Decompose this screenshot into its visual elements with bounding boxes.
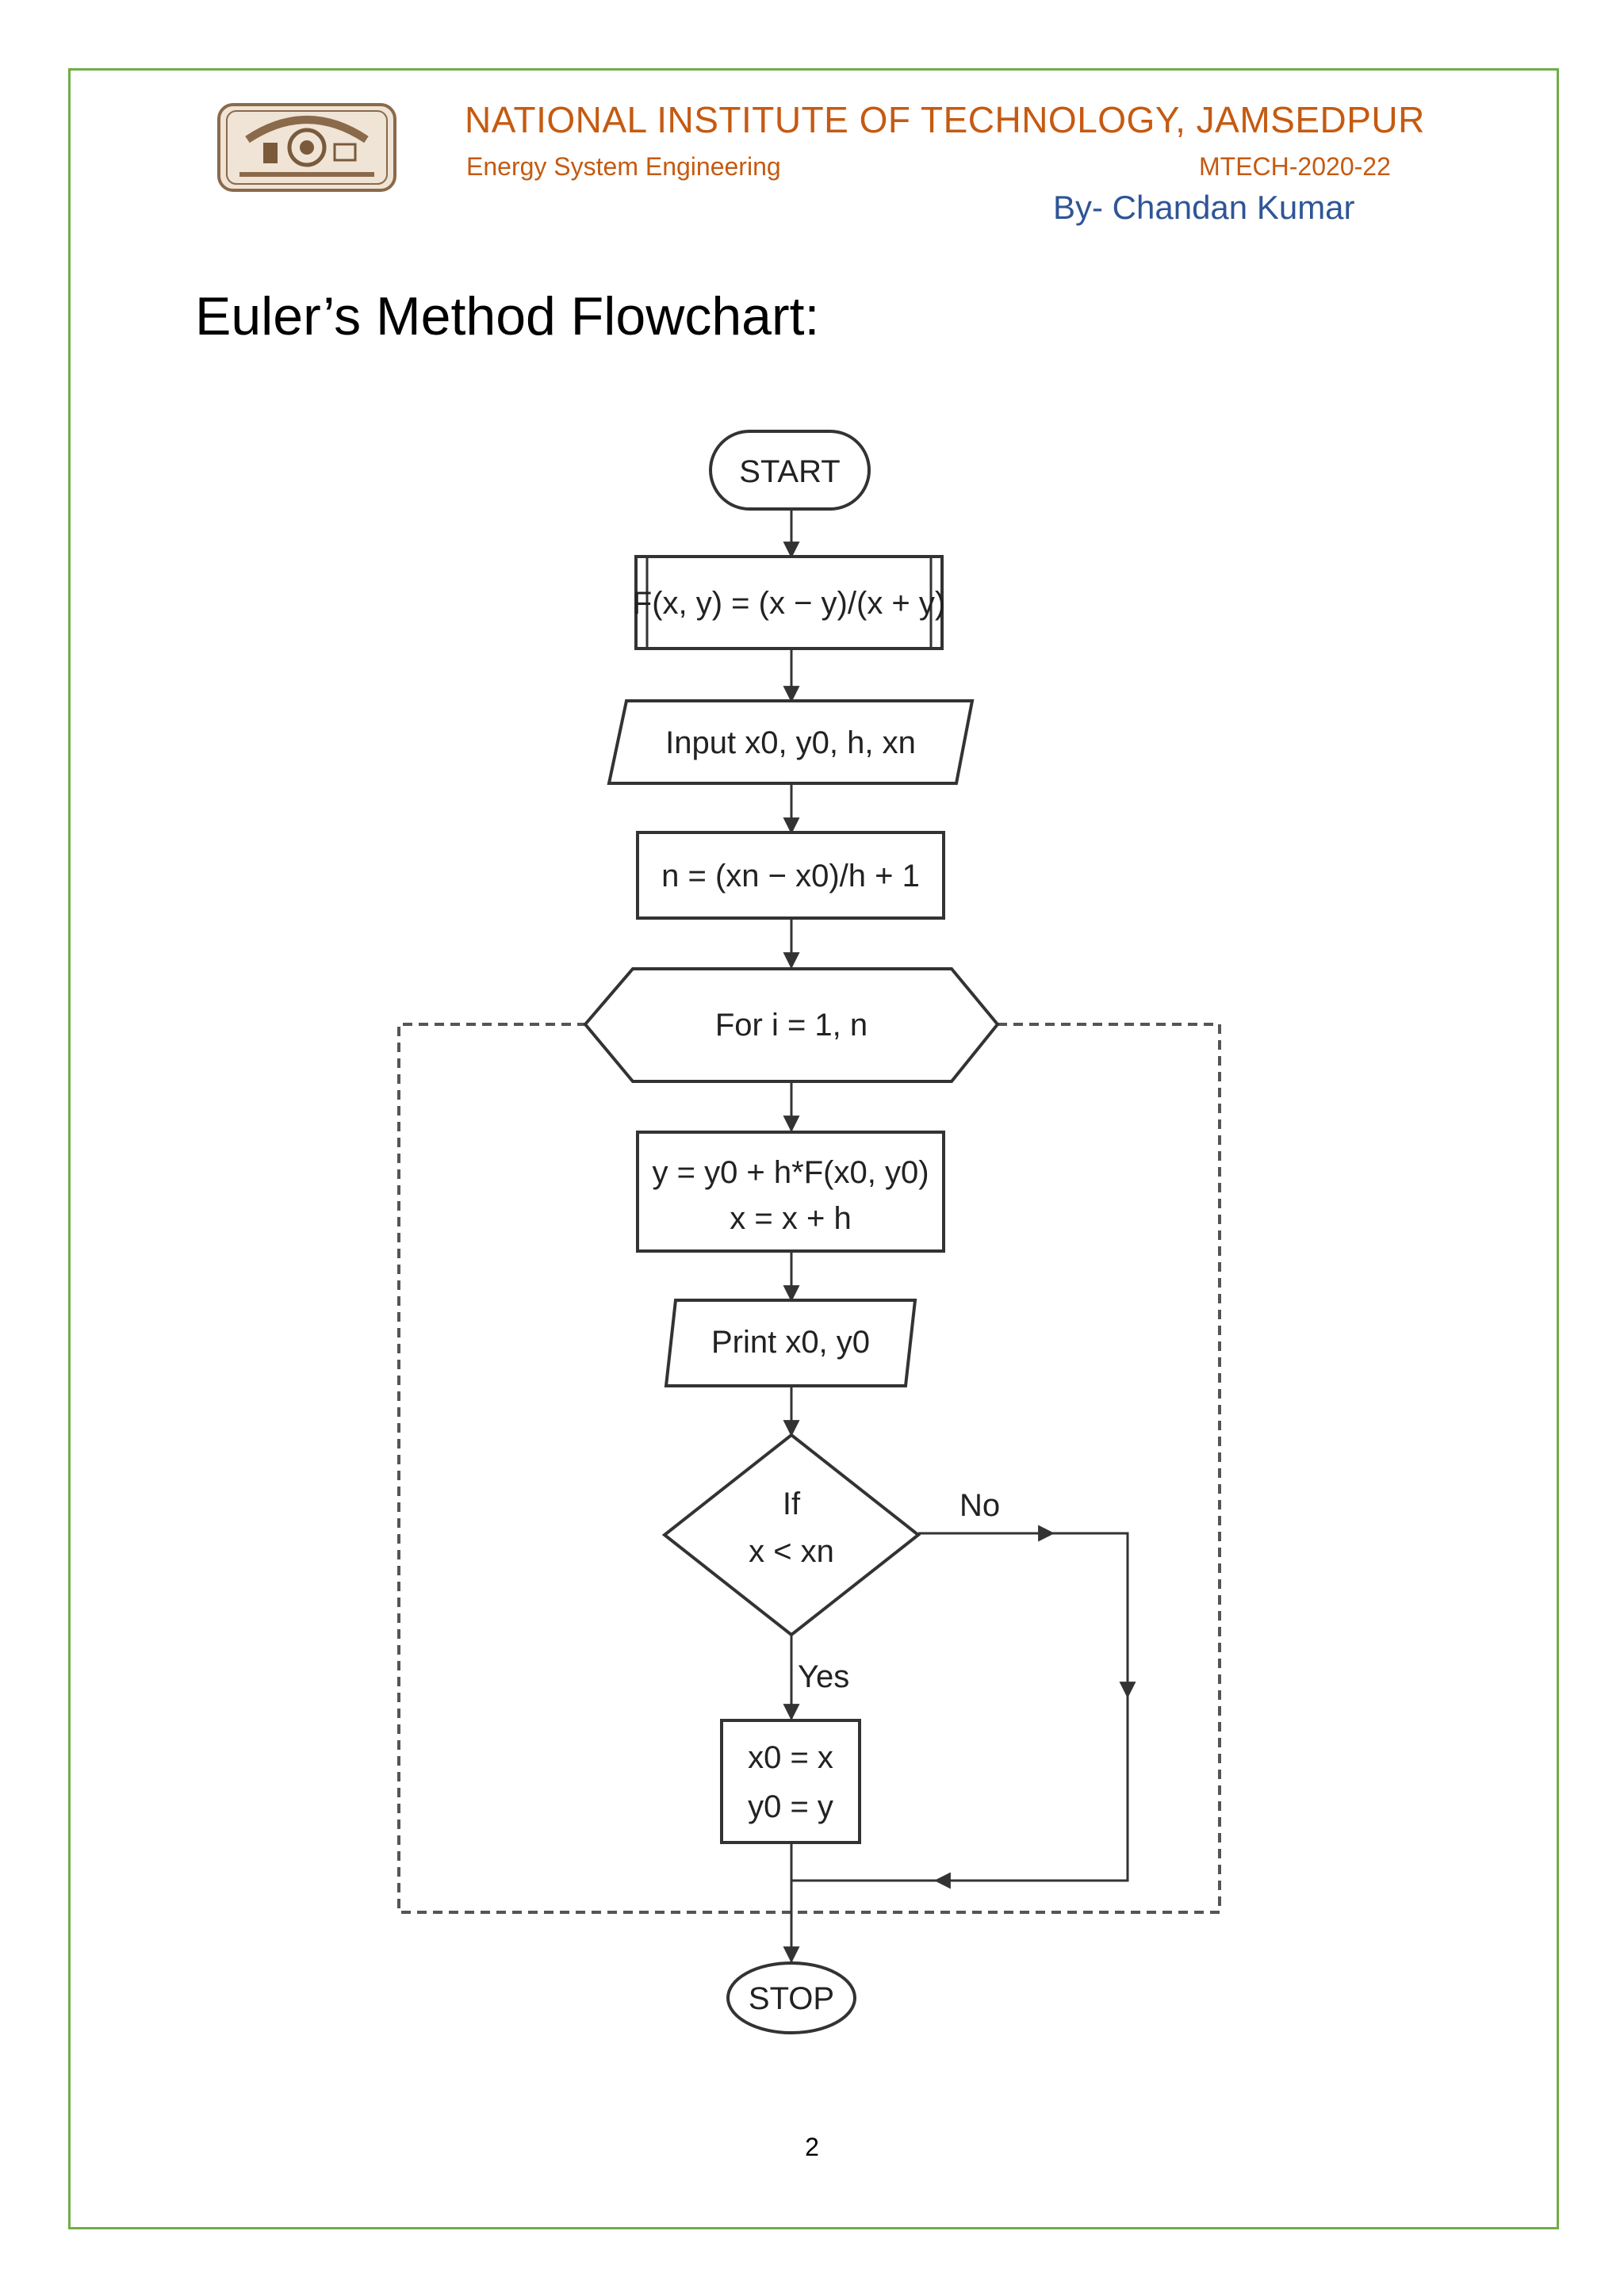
department-name: Energy System Engineering [466,152,781,181]
institute-name: NATIONAL INSTITUTE OF TECHNOLOGY, JAMSED… [465,99,1425,140]
function-definition-label: F(x, y) = (x − y)/(x + y) [633,586,945,621]
page-number: 2 [805,2133,819,2161]
start-label: START [739,454,840,489]
author-name: By- Chandan Kumar [1053,189,1355,226]
assign-line1: x0 = x [748,1740,833,1775]
institute-logo [217,103,396,192]
print-box [664,1299,917,1387]
page-border [68,68,1559,2229]
stop-label: STOP [749,1981,834,2016]
input-box [607,699,975,785]
document-title: Euler’s Method Flowchart: [195,286,820,346]
input-label: Input x0, y0, h, xn [665,725,916,760]
decision-diamond [661,1433,921,1637]
no-label: No [959,1488,1000,1523]
decision-line1: If [783,1487,801,1521]
update-line1: y = y0 + h*F(x0, y0) [652,1155,929,1190]
compute-n-box [636,831,945,920]
update-box [636,1131,945,1253]
stop-terminal [726,1961,856,2034]
loop-hexagon [583,967,1000,1083]
batch-label: MTECH-2020-22 [1199,152,1391,181]
compute-n-label: n = (xn − x0)/h + 1 [661,859,920,894]
start-terminal [709,430,871,511]
assign-box [720,1719,861,1844]
function-definition-box [634,555,944,650]
decision-line2: x < xn [749,1534,834,1569]
assign-line2: y0 = y [748,1789,833,1824]
yes-label: Yes [798,1659,849,1694]
loop-boundary [397,1023,1221,1914]
print-label: Print x0, y0 [711,1325,870,1360]
loop-label: For i = 1, n [715,1008,868,1043]
update-line2: x = x + h [730,1201,851,1236]
